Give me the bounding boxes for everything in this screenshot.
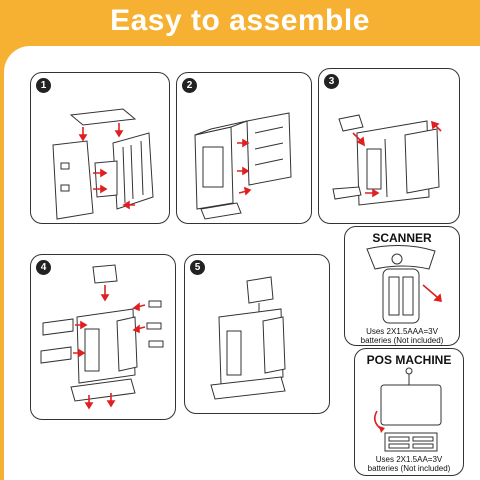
scanner-battery-icon bbox=[366, 244, 442, 324]
pos-caption-line2: batteries (Not included) bbox=[367, 464, 451, 473]
pos-title: POS MACHINE bbox=[366, 353, 452, 367]
step-4-panel: 4 bbox=[30, 254, 176, 420]
step-3-panel: 3 bbox=[318, 68, 460, 224]
cabinet-stand-icon bbox=[194, 112, 292, 220]
battery-cover-icon bbox=[332, 114, 442, 206]
page-title: Easy to assemble bbox=[110, 4, 370, 37]
step-5-number: 5 bbox=[190, 260, 205, 275]
pos-machine-complete-icon bbox=[210, 276, 286, 400]
scanner-caption-line2: batteries (Not included) bbox=[360, 336, 444, 345]
pos-battery-icon bbox=[373, 367, 442, 452]
scanner-panel: SCANNER Uses 2X1.5AAA=3V batteries (Not … bbox=[344, 226, 460, 346]
step-2-panel: 2 bbox=[176, 72, 312, 224]
step-1-number: 1 bbox=[36, 78, 51, 93]
pos-caption-line1: Uses 2X1.5AA=3V bbox=[375, 455, 443, 464]
cabinet-assembly-icon bbox=[52, 108, 154, 220]
step-4-number: 4 bbox=[36, 260, 51, 275]
step-1-panel: 1 bbox=[30, 72, 170, 224]
step-5-panel: 5 bbox=[184, 254, 330, 414]
scanner-caption-line1: Uses 2X1.5AAA=3V bbox=[366, 327, 438, 336]
step-2-number: 2 bbox=[182, 78, 197, 93]
pos-panel: POS MACHINE Uses 2X1.5AA=3V batteries (N… bbox=[354, 348, 464, 476]
pos-machine-exploded-icon bbox=[40, 264, 164, 410]
scanner-title: SCANNER bbox=[372, 231, 432, 245]
step-3-number: 3 bbox=[324, 74, 339, 89]
